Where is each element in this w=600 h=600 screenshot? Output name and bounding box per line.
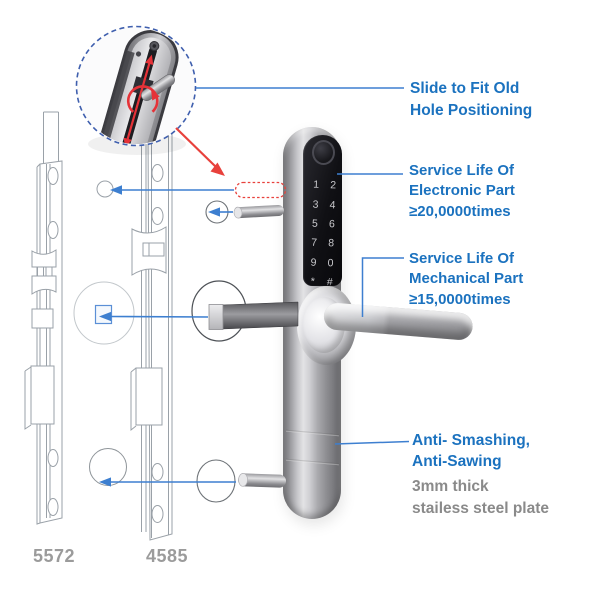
annotation-line: 3mm thick [412,478,489,495]
annotation-anti-smash-subtext: 3mm thick stailess steel plate [412,476,549,519]
annotation-slide-to-fit: Slide to Fit Old Hole Positioning [410,78,532,121]
annotation-line: stailess steel plate [412,499,549,517]
keypad-key: 4 [329,198,336,212]
plate-label-5572: 5572 [33,546,76,566]
keypad-key: 5 [311,217,318,230]
keypad-key: 8 [328,237,335,250]
annotation-line: Electronic Part [409,182,515,200]
annotation-line: ≥20,0000times [409,202,511,220]
plate-label-4585: 4585 [146,546,189,566]
keypad: 1 2 3 4 5 6 7 8 9 0 * # [304,175,343,292]
annotation-line: Anti- Smashing, [412,432,530,449]
annotation-line: Service Life Of [409,162,515,179]
keypad-key: 7 [311,236,318,250]
annotation-line: Service Life Of [409,250,515,267]
annotation-electronic-life: Service Life Of Electronic Part ≥20,0000… [409,161,515,222]
annotation-line: Slide to Fit Old [410,80,520,97]
keypad-key: 3 [312,198,319,211]
keypad-key: 6 [328,218,335,231]
annotation-line: Mechanical Part [409,270,524,288]
fingerprint-sensor [312,140,335,165]
annotation-anti-smash: Anti- Smashing, Anti-Sawing [412,430,530,472]
keypad-key: 1 [313,179,320,192]
keypad-key: 9 [310,256,317,269]
keypad-key: * [310,275,316,288]
annotation-mechanical-life: Service Life Of Mechanical Part ≥15,0000… [409,249,523,310]
annotation-line: Anti-Sawing [412,453,502,470]
keypad-key: 2 [330,179,337,192]
annotation-line: Hole Positioning [410,101,533,119]
annotation-line: ≥15,0000times [409,290,511,308]
keypad-key: 0 [327,256,334,269]
